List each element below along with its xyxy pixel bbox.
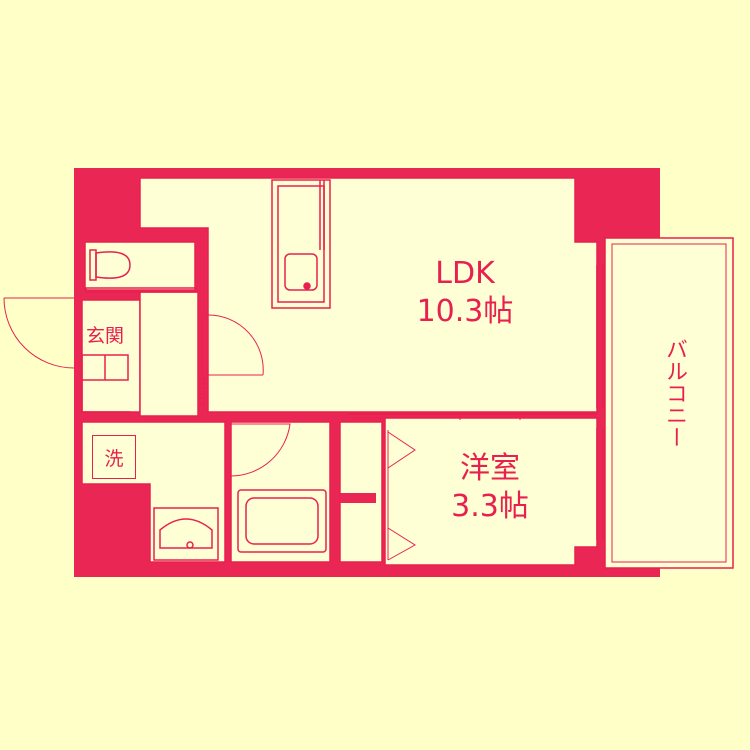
washroom-name: 洗 <box>104 447 124 470</box>
wash-basin <box>153 507 219 561</box>
hallway-floor <box>139 291 199 417</box>
entrance-door <box>3 297 75 369</box>
western-room-label: 洋室 3.3帖 <box>410 450 570 525</box>
closet-floor <box>339 421 383 563</box>
western-room-name: 洋室 <box>460 451 520 486</box>
balcony-label: バルコニー <box>655 338 687 448</box>
kitchen-counter <box>271 179 331 309</box>
ldk-name: LDK <box>435 256 495 291</box>
entrance-floor <box>81 299 141 413</box>
bathtub <box>237 489 327 553</box>
balcony-name: バルコニー <box>662 338 687 448</box>
balcony-area <box>604 237 734 569</box>
ldk-label: LDK 10.3帖 <box>380 255 550 330</box>
toilet-floor <box>84 241 196 291</box>
ldk-size: 10.3帖 <box>416 293 514 329</box>
toilet-fixture <box>85 249 197 293</box>
washroom-label: 洗 <box>92 435 136 479</box>
bathroom-floor <box>230 421 331 563</box>
floor-areas <box>81 177 598 566</box>
western-room-size: 3.3帖 <box>451 488 529 524</box>
ldk-door <box>197 314 264 405</box>
closet-doors <box>340 430 416 561</box>
washroom-door <box>230 423 291 477</box>
ldk-floor <box>139 177 598 413</box>
entrance-name: 玄関 <box>85 324 124 347</box>
entrance-label: 玄関 <box>80 318 130 350</box>
